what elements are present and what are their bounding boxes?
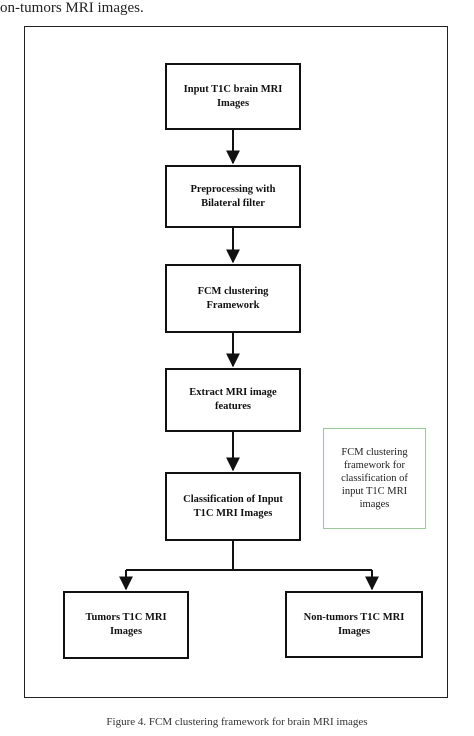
figure-caption: Figure 4. FCM clustering framework for b… <box>106 716 368 728</box>
step-input-images: Input T1C brain MRI Images <box>165 63 301 130</box>
output-non-tumors-label: Non-tumors T1C MRI Images <box>303 611 405 637</box>
step-fcm-clustering: FCM clustering Framework <box>165 264 301 333</box>
step-extract-features: Extract MRI image features <box>165 368 301 432</box>
step-classification: Classification of Input T1C MRI Images <box>165 472 301 541</box>
step-preprocessing: Preprocessing with Bilateral filter <box>165 165 301 228</box>
step-preprocessing-label: Preprocessing with Bilateral filter <box>190 183 276 209</box>
output-tumors: Tumors T1C MRI Images <box>63 591 189 659</box>
output-tumors-label: Tumors T1C MRI Images <box>85 612 167 637</box>
output-non-tumors: Non-tumors T1C MRI Images <box>285 591 423 658</box>
step-fcm-clustering-label: FCM clustering Framework <box>197 285 269 311</box>
framework-note: FCM clustering framework for classificat… <box>323 428 426 529</box>
step-extract-features-label: Extract MRI image features <box>189 387 277 412</box>
step-classification-label: Classification of Input T1C MRI Images <box>183 493 283 519</box>
diagram-frame <box>24 26 448 698</box>
preceding-text-fragment: on-tumors MRI images. <box>0 0 144 16</box>
framework-note-text: FCM clustering framework for classificat… <box>341 447 408 510</box>
step-input-images-label: Input T1C brain MRI Images <box>183 83 283 109</box>
